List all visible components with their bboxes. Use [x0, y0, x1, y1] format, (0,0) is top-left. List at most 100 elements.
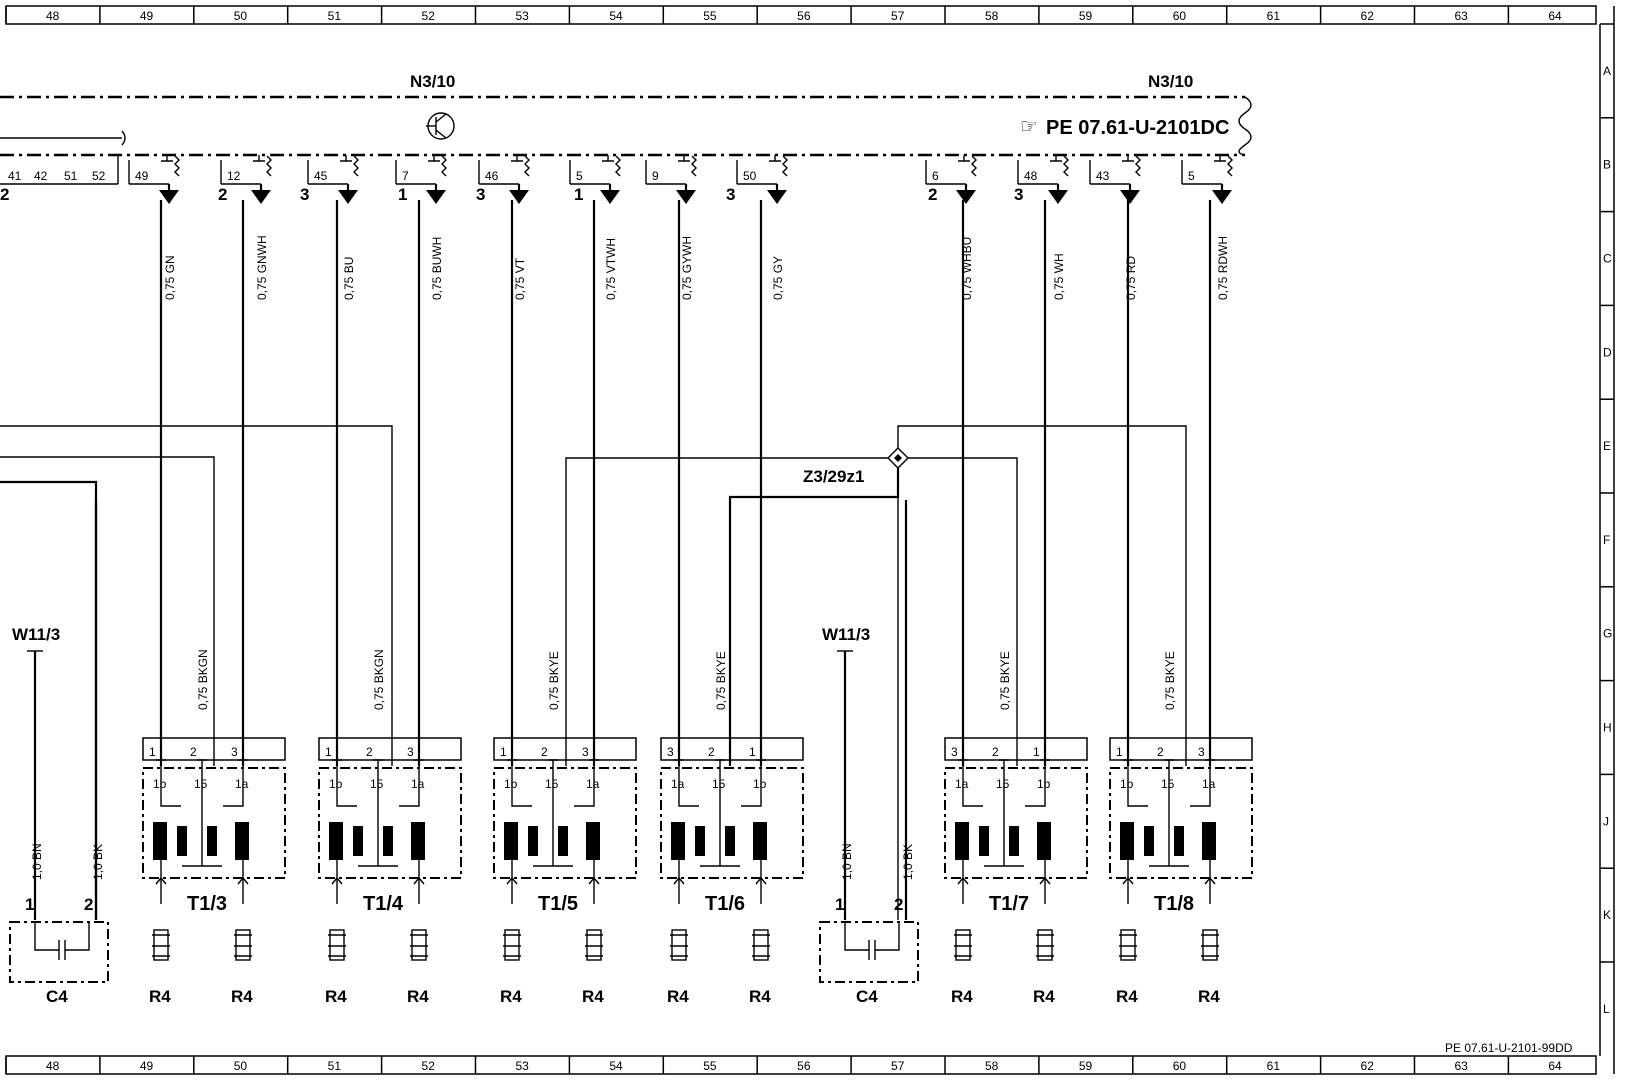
wire-label: 0,75 RD — [1124, 256, 1138, 300]
transformer-terminal: 15 — [545, 777, 559, 791]
transformer-pin-number: 1 — [749, 745, 756, 759]
plug-label: R4 — [231, 987, 253, 1006]
pin-number: 50 — [743, 169, 757, 183]
row-letter: C — [1603, 252, 1612, 266]
plug-lead — [331, 876, 343, 904]
plug-ridges — [585, 934, 603, 957]
coil-winding-right — [725, 826, 735, 856]
column-number-bottom: 59 — [1079, 1059, 1093, 1073]
column-number-bottom: 64 — [1548, 1059, 1562, 1073]
transformer-pin-number: 2 — [992, 745, 999, 759]
plug-ridges — [954, 934, 972, 957]
module-pin-label: 41 — [8, 169, 22, 183]
transformer-outline — [660, 767, 804, 879]
row-letter: J — [1603, 814, 1609, 828]
pin-group-number: 2 — [218, 185, 227, 204]
transformer-pin-number: 2 — [1157, 745, 1164, 759]
column-number-bottom: 58 — [985, 1059, 999, 1073]
column-number-top: 63 — [1454, 9, 1468, 23]
cap-wire-label-1: 1,0 BN — [30, 843, 44, 880]
transformer-pin-number: 1 — [1116, 745, 1123, 759]
plug-ridges — [1036, 934, 1054, 957]
transformer-pin-number: 1 — [149, 745, 156, 759]
pin-group-number: 2 — [928, 185, 937, 204]
row-letter: F — [1603, 533, 1610, 547]
pin-number: 6 — [932, 169, 939, 183]
transformer-name: T1/7 — [989, 893, 1029, 915]
wire-label: 0,75 GY — [771, 256, 785, 300]
plug-label: R4 — [1033, 987, 1055, 1006]
column-number-bottom: 52 — [422, 1059, 436, 1073]
coil-winding-left — [528, 826, 538, 856]
pin-spring — [782, 155, 788, 177]
coil-winding-right — [1174, 826, 1184, 856]
plug-lead — [155, 876, 167, 904]
coil-core-left — [504, 822, 518, 860]
module-pin-label: 42 — [34, 169, 48, 183]
transformer-terminal: 15 — [996, 777, 1010, 791]
transformer-connector-box — [142, 737, 286, 761]
splice-line-t17 — [908, 457, 1018, 766]
plug-ridges — [503, 934, 521, 957]
column-number-top: 64 — [1548, 9, 1562, 23]
wire-label: 0,75 BU — [342, 257, 356, 300]
coil-bottom-leads — [160, 860, 244, 884]
connector-pin: 710,75 BUWH — [395, 155, 447, 300]
harness-label: W11/3 — [12, 625, 60, 644]
plug-lead — [1122, 876, 1134, 904]
pin-group-number: 3 — [476, 185, 485, 204]
transformer-terminal: 15 — [370, 777, 384, 791]
transformer-terminal: 1b — [1037, 777, 1051, 791]
plug-ridges — [152, 934, 170, 957]
plug-label: R4 — [149, 987, 171, 1006]
coil-leads — [336, 766, 420, 807]
transformer-outline — [142, 767, 286, 879]
coil-bottom-leads — [678, 860, 762, 884]
column-number-top: 49 — [140, 9, 154, 23]
connector-pin: 620,75 WHBU — [925, 155, 977, 300]
coil-bottom-leads — [962, 860, 1046, 884]
wire-label: 0,75 BUWH — [430, 237, 444, 300]
pin-socket — [602, 155, 614, 162]
transformer-pin — [999, 759, 1009, 766]
plug-body — [329, 929, 345, 961]
grid-frame: 4848494950505151525253535454555556565757… — [5, 5, 1615, 1075]
transformer-connector-box — [944, 737, 1088, 761]
column-number-bottom: 60 — [1173, 1059, 1187, 1073]
module-pin-label: 52 — [92, 169, 106, 183]
capacitor-icon — [844, 922, 900, 960]
plug-lead — [237, 876, 249, 904]
coil-winding-left — [177, 826, 187, 856]
center-tap — [984, 766, 1024, 867]
pin-spring — [1135, 155, 1141, 177]
cap-pin-1: 1 — [25, 895, 34, 914]
pin-socket — [161, 155, 173, 162]
transformer-pin-number: 1 — [1033, 745, 1040, 759]
transformer-pin — [548, 759, 558, 766]
pin-number: 49 — [135, 169, 149, 183]
transformer-terminal: 1b — [753, 777, 767, 791]
coil-winding-left — [1144, 826, 1154, 856]
transformer-name: T1/5 — [538, 893, 578, 915]
cap-pin-2: 2 — [894, 895, 903, 914]
transformer-pin-number: 3 — [582, 745, 589, 759]
coil-core-right — [1202, 822, 1216, 860]
pin-group-number: 2 — [0, 185, 9, 204]
transformer-name: T1/3 — [187, 893, 227, 915]
plug-lead — [1204, 876, 1216, 904]
cap-wire-label-2: 1,0 BK — [91, 844, 105, 880]
plug-lead — [506, 876, 518, 904]
pin-socket — [1122, 155, 1134, 162]
transformer-terminal: 1a — [671, 777, 685, 791]
coil-winding-left — [353, 826, 363, 856]
module-break-mark — [1238, 96, 1252, 156]
